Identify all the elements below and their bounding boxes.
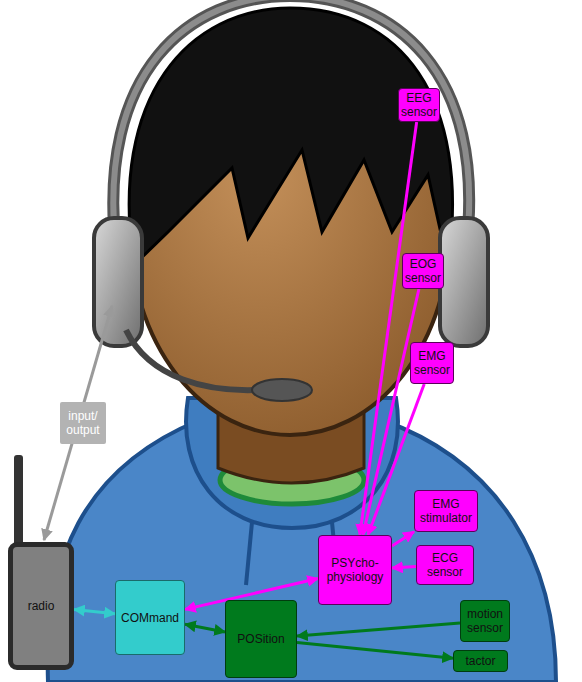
signal-connector	[363, 289, 419, 535]
stimulator-box: EMG stimulator	[414, 490, 478, 532]
node-label: EMG sensor	[411, 349, 453, 377]
process-box: POSition	[225, 600, 297, 678]
node-label: motion sensor	[461, 607, 509, 635]
node-label: ECG sensor	[417, 551, 473, 579]
node-label: tactor	[465, 654, 495, 668]
ear-cup	[440, 218, 488, 346]
signal-connector	[392, 532, 414, 546]
node-label: EMG stimulator	[415, 497, 477, 525]
process-box: PSYcho- physiology	[318, 535, 392, 605]
link-label-box: input/ output	[60, 402, 106, 444]
hair	[129, 8, 452, 265]
audio-link	[44, 306, 112, 540]
actuator-box: tactor	[453, 650, 508, 672]
node-label: COMmand	[121, 611, 179, 625]
signal-connector	[360, 122, 417, 535]
signal-connector	[185, 624, 225, 632]
signal-connector	[297, 643, 453, 659]
microphone-boom	[126, 330, 258, 390]
signal-connector	[74, 609, 115, 613]
sensor-box: EMG sensor	[410, 342, 454, 384]
node-label: EEG sensor	[399, 91, 439, 119]
drawstring	[246, 522, 252, 585]
node-label: input/ output	[60, 409, 106, 437]
sensor-box: motion sensor	[460, 600, 510, 642]
node-label: radio	[28, 599, 55, 613]
microphone	[252, 379, 312, 401]
sensor-box: ECG sensor	[416, 545, 474, 585]
ear-cup	[94, 218, 142, 346]
signal-connector	[297, 623, 460, 636]
radio-antenna	[14, 455, 23, 547]
sensor-box: EOG sensor	[402, 253, 444, 289]
headphone-band	[113, 0, 469, 250]
sensor-box: EEG sensor	[398, 88, 440, 122]
node-label: EOG sensor	[403, 257, 443, 285]
radio-device: radio	[8, 542, 74, 670]
signal-connector	[392, 567, 416, 568]
node-label: PSYcho- physiology	[319, 556, 391, 584]
headphone-band	[113, 0, 469, 250]
process-box: COMmand	[115, 580, 185, 655]
node-label: POSition	[237, 632, 284, 646]
